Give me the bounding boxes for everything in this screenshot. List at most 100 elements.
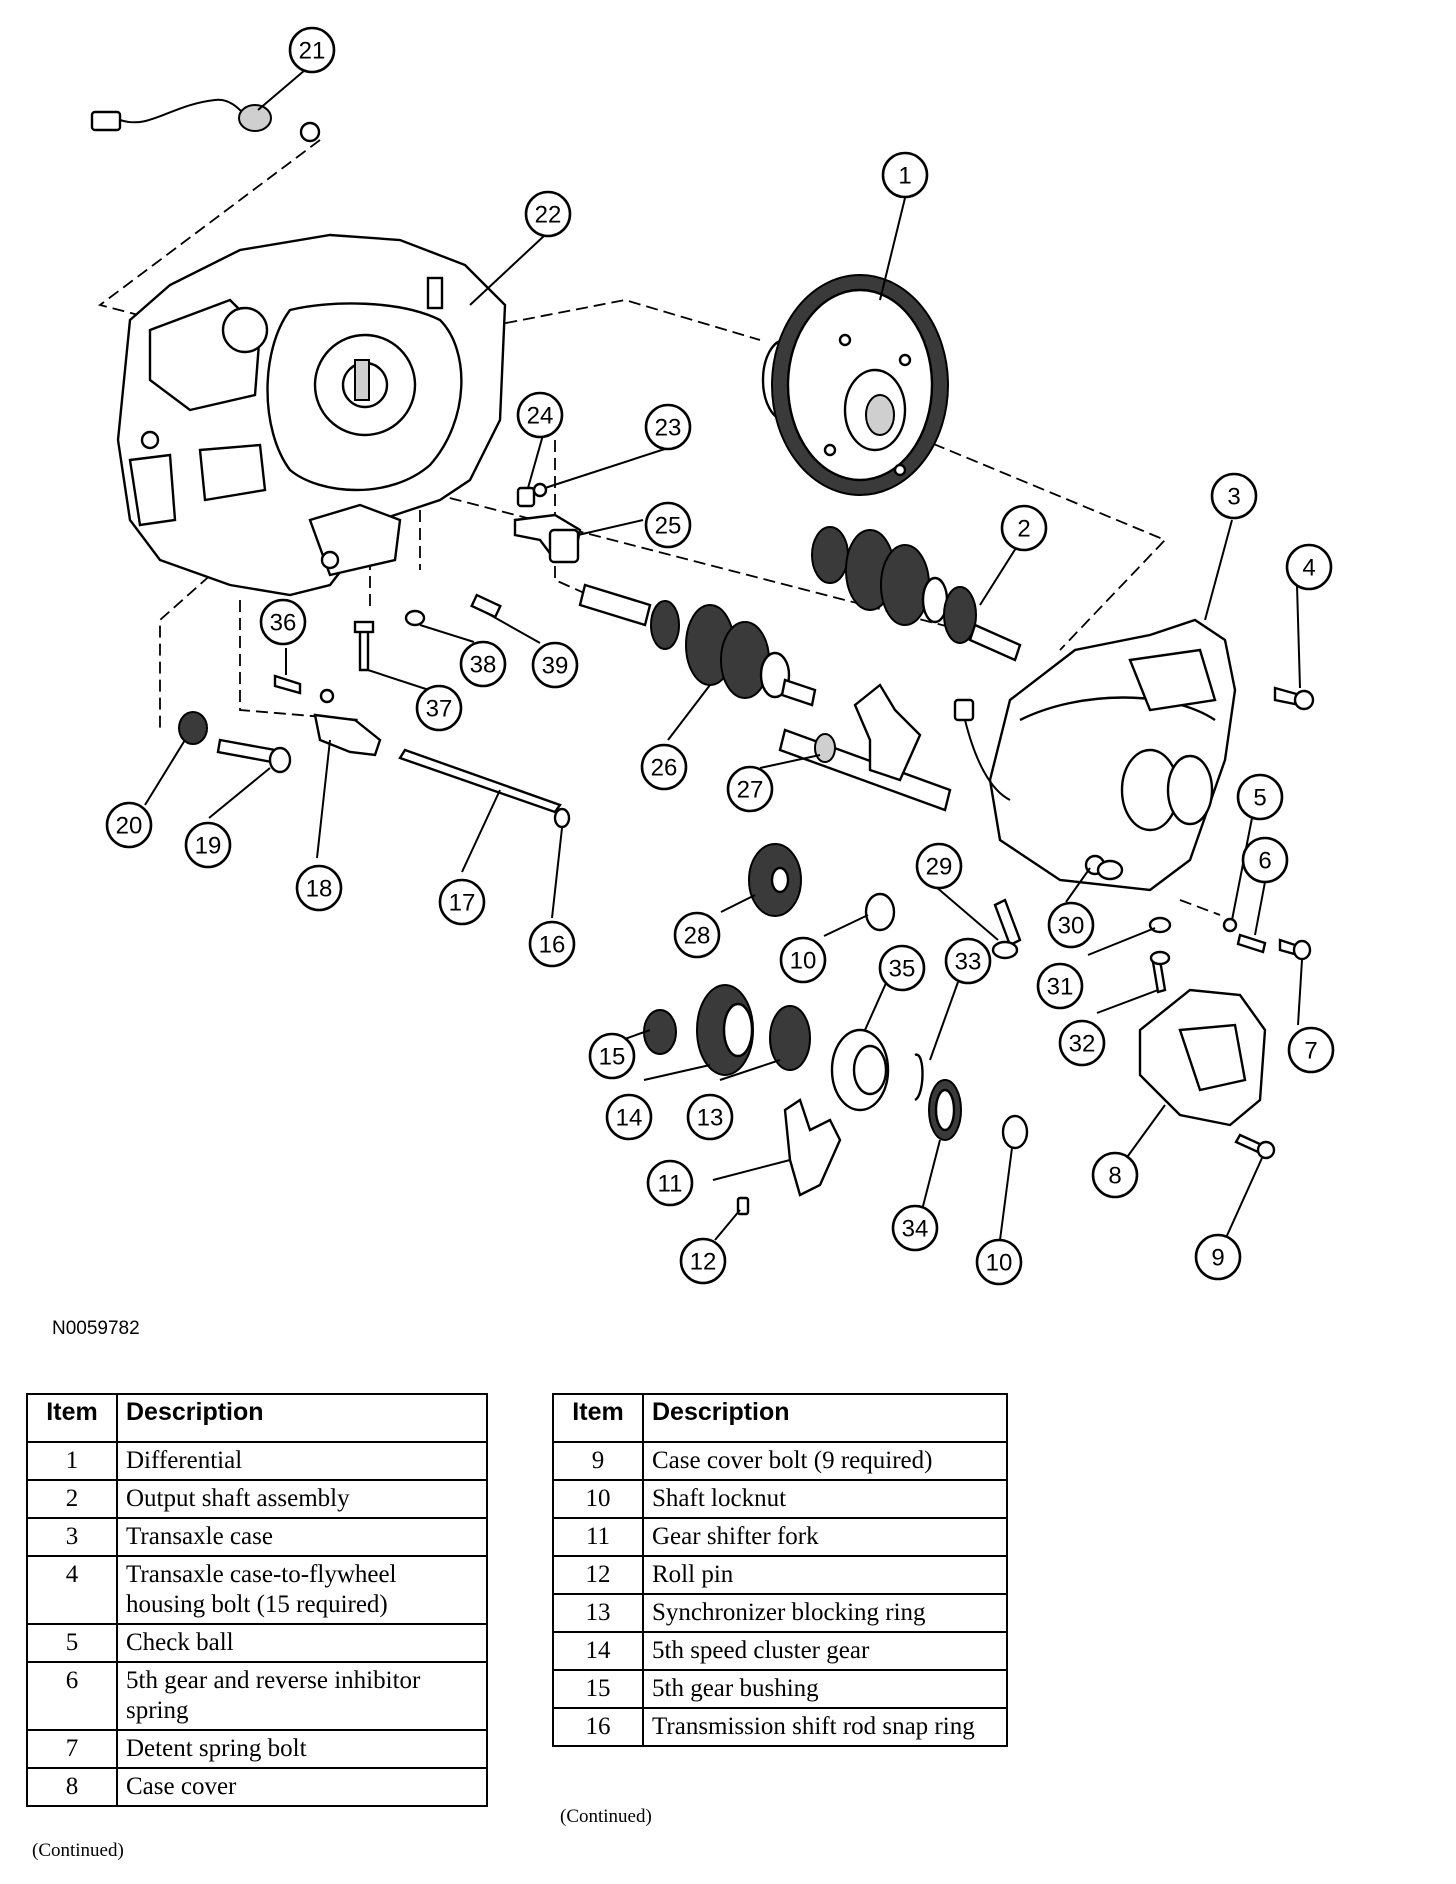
callout-label: 22 — [535, 202, 562, 229]
callout-32: 32 — [1058, 1019, 1106, 1067]
callout-26: 26 — [640, 743, 688, 791]
callout-label: 30 — [1058, 913, 1085, 940]
transaxle-case — [953, 618, 1237, 892]
item-number: 14 — [552, 1631, 644, 1671]
callout-label: 16 — [539, 932, 566, 959]
callout-circle — [528, 920, 576, 968]
item-number: 2 — [26, 1479, 118, 1519]
callout-label: 25 — [655, 513, 682, 540]
callout-label: 2 — [1017, 516, 1030, 543]
item-description: Shaft locknut — [642, 1479, 1008, 1519]
item-description: Transaxle case-to-flywheel housing bolt … — [116, 1555, 488, 1625]
callout-label: 7 — [1304, 1038, 1317, 1065]
callout-label: 3 — [1227, 484, 1240, 511]
header-item: Item — [552, 1393, 644, 1443]
callout-21: 21 — [288, 26, 336, 74]
callout-label: 14 — [616, 1105, 643, 1132]
callout-label: 35 — [889, 956, 916, 983]
callout-17: 17 — [438, 878, 486, 926]
callout-circle — [415, 684, 463, 732]
callout-circle — [644, 403, 692, 451]
item-description: Case cover bolt (9 required) — [642, 1441, 1008, 1481]
callout-25: 25 — [644, 501, 692, 549]
callout-label: 13 — [697, 1105, 724, 1132]
callout-circle — [944, 937, 992, 985]
item-number: 13 — [552, 1593, 644, 1633]
shift-lever — [513, 482, 582, 564]
differential — [761, 274, 949, 496]
callout-1: 1 — [881, 151, 929, 199]
item-description: Transaxle case — [116, 1517, 488, 1557]
callout-label: 27 — [737, 777, 764, 804]
callout-label: 15 — [599, 1044, 626, 1071]
item-number: 4 — [26, 1555, 118, 1625]
callout-37: 37 — [415, 684, 463, 732]
callout-circle — [524, 190, 572, 238]
callout-circle — [605, 1093, 653, 1141]
item-description: Case cover — [116, 1767, 488, 1807]
callout-circle — [1236, 773, 1284, 821]
callout-30: 30 — [1047, 901, 1095, 949]
callout-2: 2 — [1000, 504, 1048, 552]
callout-circle — [1047, 901, 1095, 949]
callout-leaders — [144, 69, 1303, 1241]
header-description: Description — [116, 1393, 488, 1443]
callout-label: 1 — [898, 163, 911, 190]
item-number: 6 — [26, 1661, 118, 1731]
callout-label: 12 — [690, 1249, 717, 1276]
callout-circle — [646, 1159, 694, 1207]
callout-12: 12 — [679, 1237, 727, 1285]
callout-circle — [531, 641, 579, 689]
item-description: 5th gear bushing — [642, 1669, 1008, 1709]
callout-label: 37 — [426, 696, 453, 723]
sensor-harness — [90, 98, 321, 143]
table-header-row: Item Description — [552, 1393, 1008, 1443]
callout-circle — [1210, 472, 1258, 520]
callout-circle — [881, 151, 929, 199]
callout-18: 18 — [295, 864, 343, 912]
callout-label: 38 — [470, 652, 497, 679]
callout-7: 7 — [1287, 1026, 1335, 1074]
callout-label: 11 — [658, 1171, 683, 1198]
callout-circle — [288, 26, 336, 74]
callout-label: 21 — [299, 38, 326, 65]
callout-label: 26 — [651, 755, 678, 782]
callout-39: 39 — [531, 641, 579, 689]
callout-24: 24 — [516, 391, 564, 439]
callout-label: 9 — [1211, 1245, 1224, 1272]
callout-label: 32 — [1069, 1031, 1096, 1058]
callout-label: 4 — [1302, 555, 1315, 582]
callout-label: 33 — [955, 949, 982, 976]
callout-4: 4 — [1285, 543, 1333, 591]
callout-circle — [686, 1093, 734, 1141]
callout-22: 22 — [524, 190, 572, 238]
callout-10: 10 — [779, 936, 827, 984]
callout-15: 15 — [588, 1032, 636, 1080]
callout-11: 11 — [646, 1159, 694, 1207]
callout-circle — [644, 501, 692, 549]
case-cover — [1096, 859, 1267, 1127]
callout-label: 10 — [986, 1250, 1013, 1277]
callout-20: 20 — [105, 801, 153, 849]
callout-circle — [915, 842, 963, 890]
callout-circle — [679, 1237, 727, 1285]
callout-circle — [891, 1204, 939, 1252]
callout-circle — [295, 864, 343, 912]
callout-36: 36 — [259, 598, 307, 646]
callout-6: 6 — [1241, 836, 1289, 884]
item-number: 9 — [552, 1441, 644, 1481]
item-number: 7 — [26, 1729, 118, 1769]
callout-circle — [975, 1238, 1023, 1286]
